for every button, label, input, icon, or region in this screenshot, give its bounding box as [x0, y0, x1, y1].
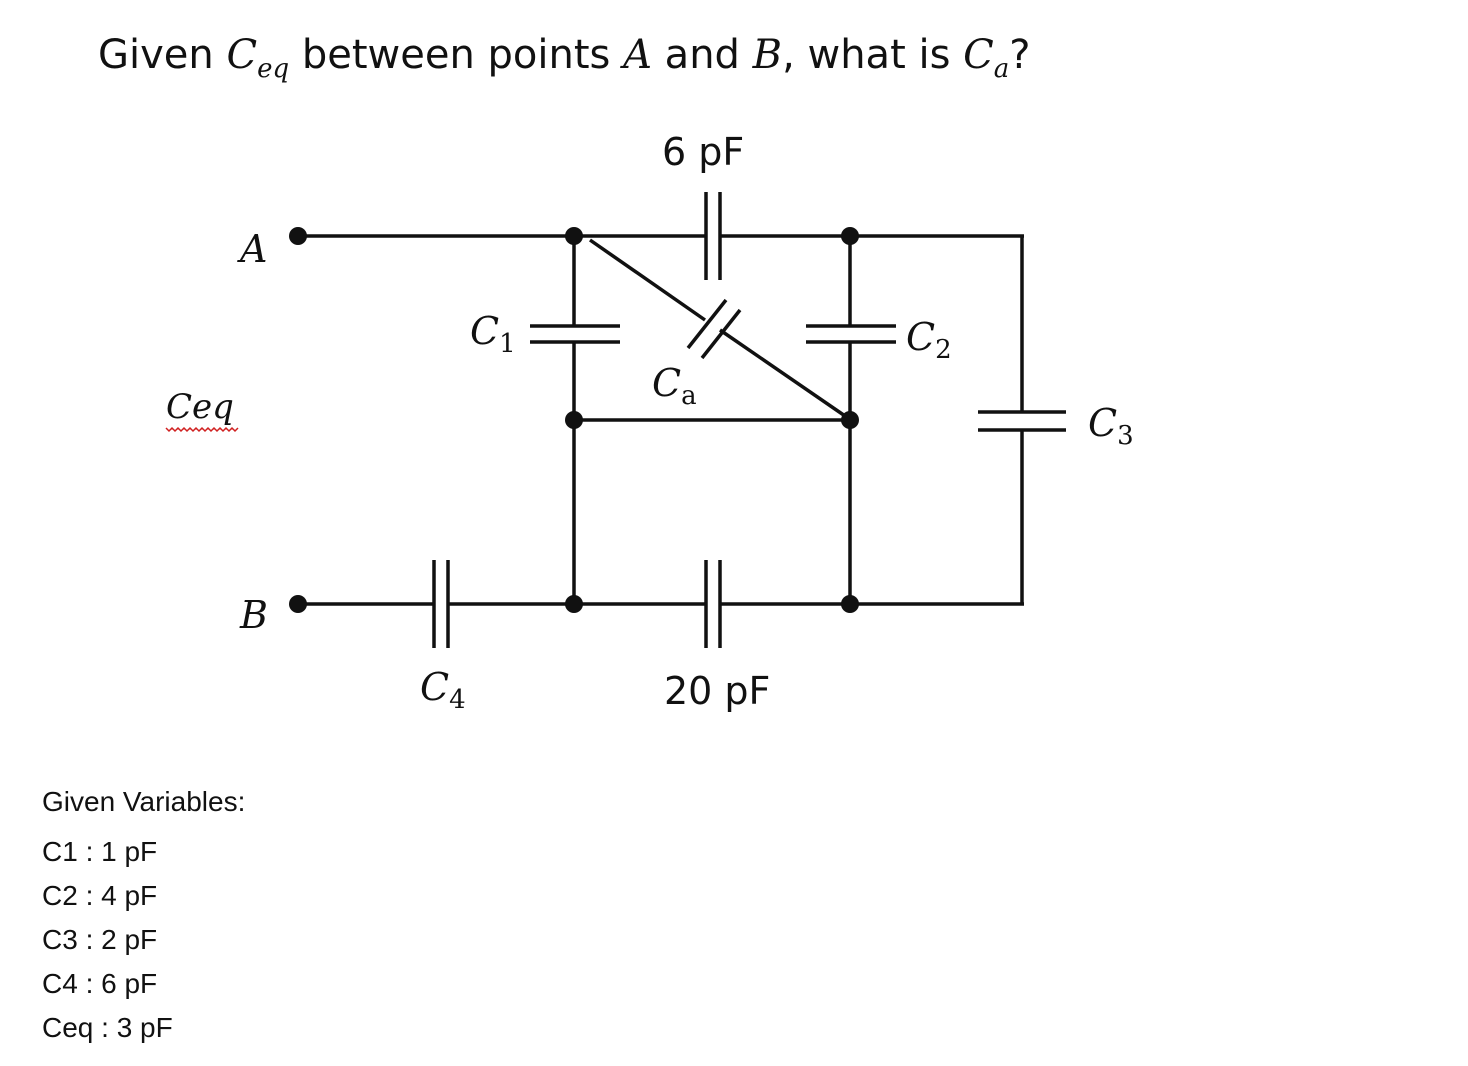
- variable-item: C1 : 1 pF: [42, 836, 158, 867]
- question-point-a: A: [623, 32, 652, 78]
- cap-6pf-label: 6 pF: [662, 130, 744, 174]
- cap-ca-plate-2: [700, 308, 742, 360]
- cap-ca-plate-1: [686, 298, 728, 350]
- question-comma: , what is: [782, 32, 964, 78]
- question-suffix: ?: [1009, 32, 1031, 78]
- cap-ca-label: Ca: [652, 361, 697, 411]
- question-ceq: Ceq: [226, 32, 290, 84]
- ceq-label: Ceq: [166, 387, 234, 427]
- question-title: Given Ceq between points A and B, what i…: [98, 32, 1031, 84]
- question-middle: between points: [289, 32, 624, 78]
- cap-c3-label: C3: [1088, 401, 1134, 451]
- junction-dot-bottom-left: [565, 595, 583, 613]
- terminal-a-dot: [289, 227, 307, 245]
- wire-ca-upper: [589, 238, 706, 322]
- cap-20pf-label: 20 pF: [664, 669, 770, 713]
- variable-item: C2 : 4 pF: [42, 880, 158, 911]
- junction-dot-top-left: [565, 227, 583, 245]
- junction-dot-top-right: [841, 227, 859, 245]
- junction-dot-mid-left: [565, 411, 583, 429]
- question-prefix: Given: [98, 32, 227, 78]
- question-point-b: B: [752, 32, 783, 78]
- ceq-spellcheck-squiggle: [165, 426, 239, 433]
- given-variables-heading: Given Variables:: [42, 786, 246, 817]
- terminal-b-dot: [289, 595, 307, 613]
- junction-dot-bottom-right: [841, 595, 859, 613]
- given-variables-panel: Given Variables: C1 : 1 pF C2 : 4 pF C3 …: [42, 786, 245, 1050]
- junction-dot-mid-right: [841, 411, 859, 429]
- cap-c4-label: C4: [420, 665, 466, 715]
- question-ca: Ca: [963, 32, 1010, 84]
- variable-item: C4 : 6 pF: [42, 968, 158, 999]
- terminal-b-label: B: [239, 593, 268, 637]
- variable-item: Ceq : 3 pF: [42, 1012, 173, 1043]
- wire-ca-lower: [719, 328, 849, 420]
- variable-item: C3 : 2 pF: [42, 924, 158, 955]
- question-and: and: [651, 32, 753, 78]
- cap-c2-label: C2: [906, 315, 952, 365]
- cap-c1-label: C1: [470, 309, 516, 359]
- circuit-diagram: 6 pF C3 C1 C2 Ca C4 20 pF A B Ceq: [165, 130, 1134, 715]
- terminal-a-label: A: [237, 227, 267, 271]
